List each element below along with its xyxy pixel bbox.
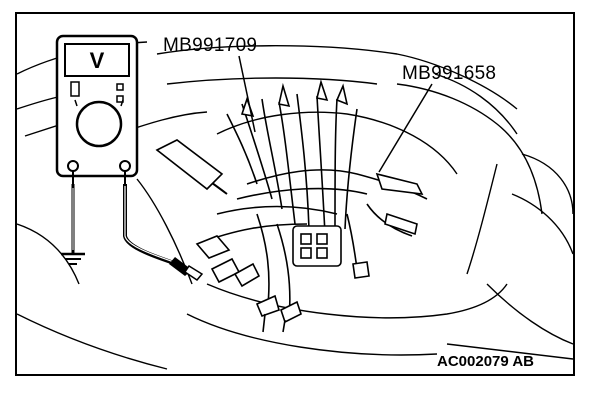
ground-lead: [61, 184, 85, 265]
v-jack: [119, 160, 131, 172]
callout-label: MB991709: [163, 35, 258, 56]
callout-label: MB991658: [402, 63, 497, 84]
multimeter: V: [55, 34, 139, 184]
test-harness: [155, 79, 428, 333]
leader-lines: [238, 55, 433, 173]
probe-lead: [123, 184, 204, 281]
com-jack: [67, 160, 79, 172]
diagram-frame: V: [15, 12, 575, 376]
selector-dial: [75, 100, 123, 148]
figure-code: AC002079 AB: [437, 353, 534, 370]
meter-display-text: V: [90, 48, 105, 73]
illustration: V: [17, 34, 573, 370]
